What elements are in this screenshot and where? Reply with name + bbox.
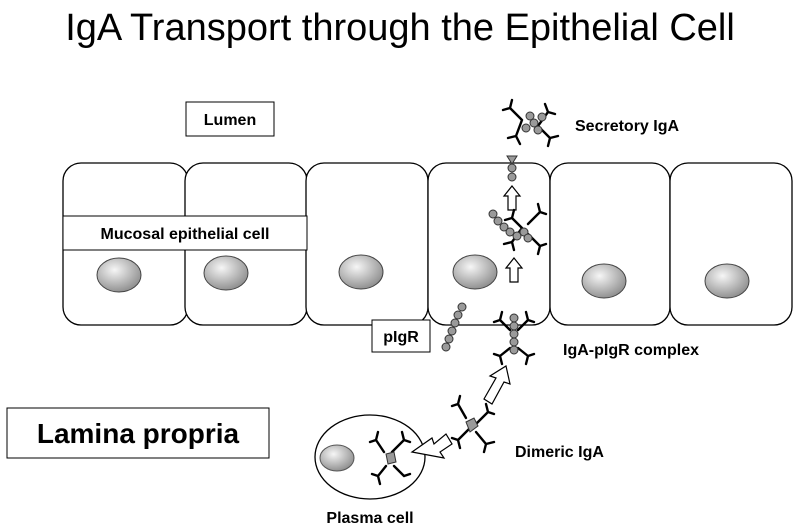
mucosal-epithelial-cell-label-box — [62, 215, 308, 251]
plasma-cell — [314, 414, 426, 500]
lamina-propria-label: Lamina propria — [37, 418, 240, 449]
dimeric-iga-molecule — [450, 394, 496, 454]
diagram-title: IgA Transport through the Epithelial Cel… — [65, 7, 735, 49]
lumen-label-box — [185, 101, 275, 137]
secretory-iga-label: Secretory IgA — [575, 118, 679, 135]
transcytosis-arrow-lower-icon — [504, 257, 524, 283]
nucleus-3 — [338, 254, 384, 290]
dimeric-iga-label: Dimeric IgA — [515, 444, 604, 461]
lumen-label: Lumen — [204, 112, 256, 129]
plasma-cell-membrane — [314, 414, 426, 500]
pigr-label: pIgR — [383, 329, 419, 346]
epithelial-cell-3 — [305, 162, 429, 326]
pigr-label-box — [371, 319, 431, 353]
epithelial-cell-6 — [669, 162, 793, 326]
plasma-cell-nucleus — [319, 444, 355, 472]
epithelial-cell-layer — [62, 162, 793, 326]
nucleus-1 — [96, 257, 142, 293]
transcytosis-arrow-upper-icon — [502, 185, 522, 211]
lamina-propria-label-box — [6, 407, 270, 459]
pigr-receptor — [441, 302, 467, 352]
epithelial-cell-5 — [549, 162, 671, 326]
basolateral-iga-pigr-complex — [492, 310, 536, 366]
iga-pigr-complex-label: IgA-pIgR complex — [563, 342, 699, 359]
nucleus-6 — [704, 263, 750, 299]
nucleus-4 — [452, 254, 498, 290]
secretory-component-remnant — [506, 155, 518, 182]
uptake-arrow-icon — [483, 365, 511, 405]
epithelial-cell-4 — [427, 162, 551, 326]
nucleus-2 — [203, 255, 249, 291]
secretory-iga-molecule — [501, 98, 560, 148]
vesicle-iga-pigr-complex — [488, 202, 548, 256]
mucosal-epithelial-cell-label: Mucosal epithelial cell — [101, 226, 270, 243]
plasma-cell-label: Plasma cell — [326, 510, 413, 527]
nucleus-5 — [581, 263, 627, 299]
secretion-arrow-icon — [410, 433, 453, 459]
